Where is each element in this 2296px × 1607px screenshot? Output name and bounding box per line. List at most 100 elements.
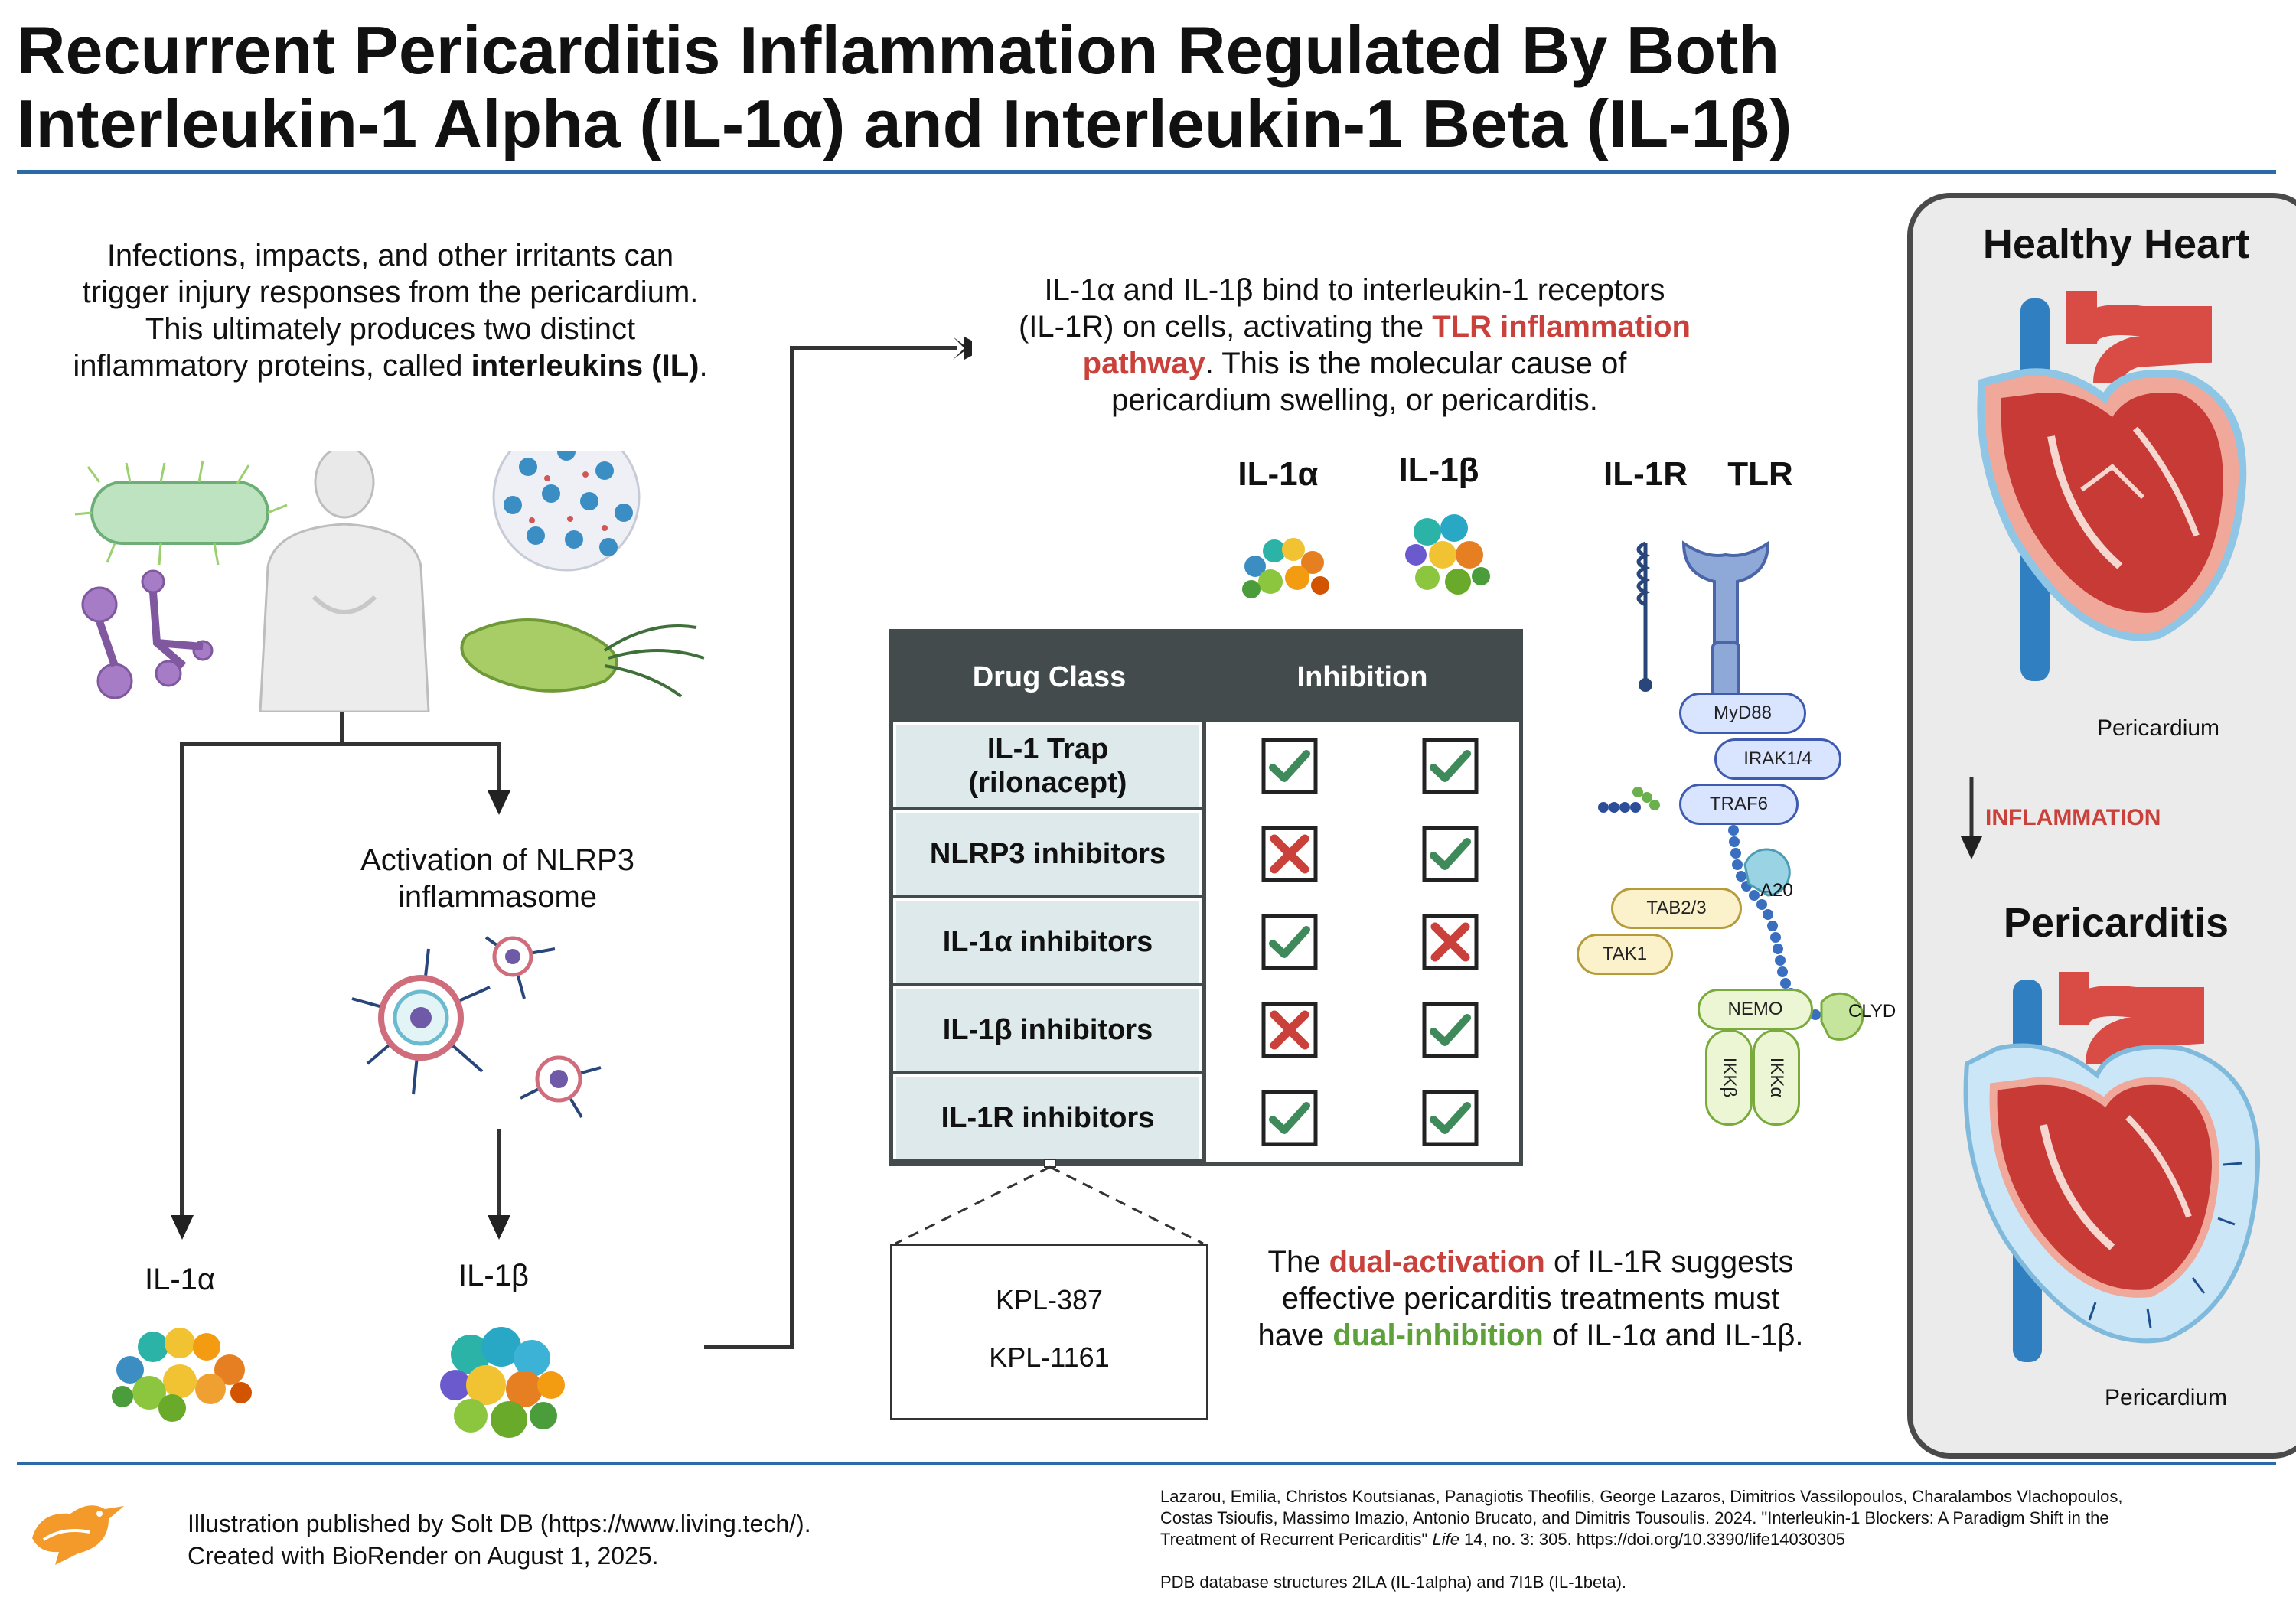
il1b-small-structure-icon (1405, 514, 1490, 595)
title-line-1: Recurrent Pericarditis Inflammation Regu… (17, 12, 1780, 88)
column-divider (1202, 1074, 1206, 1162)
drug-class-cell: IL-1R inhibitors (896, 1077, 1199, 1159)
table-header: Drug Class Inhibition (893, 633, 1519, 722)
virus-icon (492, 451, 641, 572)
traf6-pill: TRAF6 (1679, 784, 1799, 825)
il1r-anchor-icon (1639, 678, 1652, 692)
nemo-pill: NEMO (1698, 989, 1813, 1030)
row-divider (893, 807, 1202, 810)
person-icon (259, 451, 430, 712)
tab-pill: TAB2/3 (1611, 888, 1742, 929)
tlr-receptor-icon (1681, 540, 1770, 698)
clyd-shape (1820, 992, 1864, 1041)
check-icon (1261, 1090, 1318, 1146)
footer-credit: Illustration published by Solt DB (https… (188, 1510, 811, 1570)
il1b-header: IL-1β (1398, 451, 1479, 489)
intro-text: Infections, impacts, and other irritants… (46, 237, 735, 384)
clyd-label: CLYD (1848, 1001, 1896, 1022)
bacterium-icon (74, 460, 288, 566)
check-icon (1422, 1002, 1479, 1058)
table-row: NLRP3 inhibitors (893, 810, 1519, 898)
tak1-pill: TAK1 (1577, 934, 1673, 975)
arrow-to-il1a (171, 1215, 194, 1240)
kpl-1161-label: KPL-1161 (989, 1341, 1110, 1373)
check-icon (1422, 826, 1479, 882)
pericardium-bottom-label: Pericardium (2105, 1385, 2228, 1410)
table-row: IL-1β inhibitors (893, 986, 1519, 1074)
title-rule (17, 170, 2276, 174)
bird-logo-icon (32, 1505, 124, 1565)
cross-icon (1261, 1002, 1318, 1058)
tlr-header: TLR (1727, 455, 1793, 493)
healthy-heart-icon (1977, 291, 2247, 681)
il1a-header: IL-1α (1238, 455, 1319, 493)
table-row: IL-1α inhibitors (893, 898, 1519, 986)
dual-activation-term: dual-activation (1329, 1245, 1545, 1279)
header-inhibition: Inhibition (1296, 661, 1428, 693)
intro-line-4: inflammatory proteins, called interleuki… (73, 349, 708, 383)
title-line-2: Interleukin-1 Alpha (IL-1α) and Interleu… (17, 86, 1792, 161)
table-row: IL-1 Trap(rilonacept) (893, 722, 1519, 810)
row-divider (893, 983, 1202, 986)
inflammasome-illustration (351, 936, 602, 1119)
helicobacter-icon (460, 618, 705, 698)
column-divider (1202, 986, 1206, 1074)
dual-inhibition-term: dual-inhibition (1332, 1319, 1544, 1352)
column-divider (1202, 898, 1206, 986)
il1a-small-structure-icon (1242, 538, 1329, 598)
drug-table: Drug Class Inhibition IL-1 Trap(rilonace… (889, 629, 1523, 1166)
nlrp3-label: Activation of NLRP3 inflammasome (360, 843, 634, 914)
fungus-icon (81, 569, 214, 699)
irritants-illustration (74, 451, 705, 712)
irak-pill: IRAK1/4 (1714, 738, 1841, 780)
pericardium-top-label: Pericardium (2097, 715, 2220, 741)
il1a-structure-icon (112, 1328, 252, 1422)
a20-label: A20 (1760, 880, 1793, 901)
ikka-pill: IKKα (1753, 1029, 1800, 1126)
check-icon (1422, 1090, 1479, 1146)
drug-class-cell: NLRP3 inhibitors (896, 813, 1199, 895)
il1r-header: IL-1R (1603, 455, 1688, 493)
cross-icon (1261, 826, 1318, 882)
row-divider (893, 1071, 1202, 1074)
kpl-callout-lines (895, 1159, 1204, 1245)
tlr-signaling-diagram (1598, 540, 1864, 1041)
header-drug-class: Drug Class (972, 661, 1127, 693)
check-icon (1261, 914, 1318, 970)
intro-line-2: trigger injury responses from the perica… (82, 275, 699, 309)
pathway-text: IL-1α and IL-1β bind to interleukin-1 re… (1018, 273, 1691, 417)
page-title: Recurrent Pericarditis Inflammation Regu… (17, 14, 2007, 161)
cross-icon (1422, 914, 1479, 970)
drug-class-cell: IL-1α inhibitors (896, 901, 1199, 983)
pathway-flow-arrow (704, 337, 972, 1349)
left-il1a-label: IL-1α (144, 1263, 216, 1296)
myd88-pill: MyD88 (1679, 693, 1806, 734)
drug-class-cell: IL-1β inhibitors (896, 989, 1199, 1071)
kpl-387-label: KPL-387 (995, 1284, 1104, 1315)
column-divider (1202, 722, 1206, 810)
column-divider (1202, 810, 1206, 898)
conclusion-text: The dual-activation of IL-1R suggests ef… (1257, 1245, 1804, 1352)
a20-shape (1743, 848, 1791, 897)
pericarditis-heart-icon (1963, 972, 2261, 1362)
il1b-structure-icon (440, 1327, 565, 1438)
ikkb-pill: IKKβ (1705, 1029, 1753, 1126)
healthy-heart-title: Healthy Heart (1982, 221, 2250, 267)
kpl-box: KPL-387 KPL-1161 (890, 1244, 1208, 1420)
arrow-to-il1b (488, 1215, 510, 1240)
pericarditis-title: Pericarditis (2003, 900, 2229, 946)
ubiquitin-chain-icon (1598, 802, 1641, 813)
footer-rule (17, 1462, 2276, 1465)
intro-line-1: Infections, impacts, and other irritants… (106, 239, 674, 272)
drug-class-cell: IL-1 Trap(rilonacept) (896, 725, 1199, 807)
inflammation-label: INFLAMMATION (1985, 805, 2161, 830)
il1r-receptor-icon (1636, 541, 1651, 681)
inflammation-arrow (1961, 777, 1982, 859)
left-flow-arrows (171, 712, 510, 1240)
left-il1b-label: IL-1β (458, 1259, 529, 1292)
row-divider (893, 895, 1202, 898)
citation-block: Lazarou, Emilia, Christos Koutsianas, Pa… (1160, 1487, 2123, 1592)
check-icon (1261, 738, 1318, 794)
tlr-pathway-term: TLR inflammation (1432, 310, 1691, 344)
interleukins-term: interleukins (IL) (471, 349, 700, 383)
